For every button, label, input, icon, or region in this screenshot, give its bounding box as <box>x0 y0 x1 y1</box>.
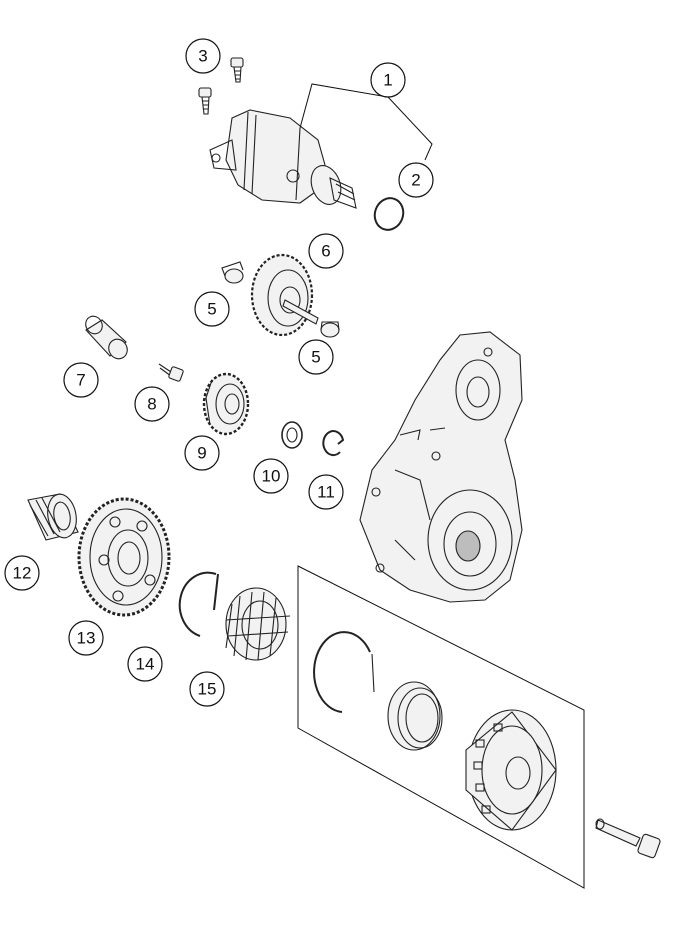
callout-13-label: 13 <box>77 629 96 648</box>
callout-6-label: 6 <box>321 242 330 261</box>
bushing-part-5a <box>221 261 244 284</box>
long-bolt <box>595 818 661 859</box>
callout-12: 12 <box>4 555 40 591</box>
callout-3: 3 <box>185 38 221 74</box>
callout-2-label: 2 <box>411 171 420 190</box>
washer-part-10 <box>281 421 303 449</box>
callout-6: 6 <box>308 233 344 269</box>
circlip-part-11 <box>322 430 345 457</box>
screw-part-3b <box>198 87 212 115</box>
callout-10: 10 <box>253 458 289 494</box>
circlip-part-14 <box>178 571 219 637</box>
o-ring-part-2 <box>373 197 405 231</box>
callout-1-label: 1 <box>383 71 392 90</box>
callout-9: 9 <box>184 435 220 471</box>
callout-10-label: 10 <box>262 467 281 486</box>
callout-2: 2 <box>398 162 434 198</box>
callout-14: 14 <box>127 646 163 682</box>
callout-5a: 5 <box>194 291 230 327</box>
assembled-freewheel-ring <box>387 681 443 751</box>
callout-15: 15 <box>189 671 225 707</box>
callout-12-label: 12 <box>13 564 32 583</box>
callout-14-label: 14 <box>136 655 155 674</box>
assembled-circlip <box>313 631 375 713</box>
starter-gear-part-13 <box>77 497 171 617</box>
callout-8: 8 <box>134 386 170 422</box>
assembled-freewheel-hub <box>465 709 557 831</box>
callout-7: 7 <box>63 362 99 398</box>
engine-cover <box>359 331 523 603</box>
callout-11: 11 <box>308 474 344 510</box>
callout-13: 13 <box>68 620 104 656</box>
gear-part-9 <box>202 372 250 436</box>
screw-part-3a <box>230 57 244 83</box>
callout-3-label: 3 <box>198 47 207 66</box>
callout-9-label: 9 <box>197 444 206 463</box>
callout-5b: 5 <box>298 339 334 375</box>
assembly-frame <box>297 565 585 889</box>
bushing-part-5b <box>320 321 340 338</box>
needle-bearing-part-12 <box>27 493 79 541</box>
callout-5a-label: 5 <box>207 300 216 319</box>
freewheel-part-15 <box>225 587 291 661</box>
callout-11-label: 11 <box>317 483 335 502</box>
callout-7-label: 7 <box>76 371 85 390</box>
callout-1: 1 <box>370 62 406 98</box>
bolt-part-8 <box>158 363 184 382</box>
callout-15-label: 15 <box>198 680 217 699</box>
sleeve-part-7 <box>85 315 128 360</box>
starter-motor-part-1 <box>209 109 357 209</box>
callout-5b-label: 5 <box>311 348 320 367</box>
intermediate-gear-part-6 <box>250 253 319 337</box>
callout-8-label: 8 <box>147 395 156 414</box>
